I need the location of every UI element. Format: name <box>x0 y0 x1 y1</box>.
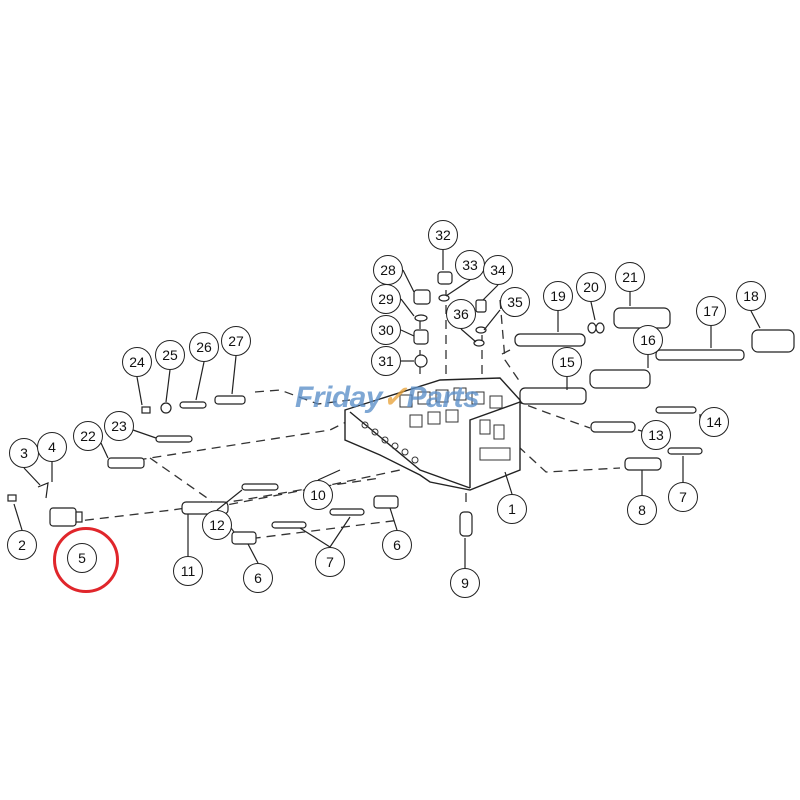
callout-part-36: 36 <box>446 299 476 329</box>
callout-part-20: 20 <box>576 272 606 302</box>
callout-part-10: 10 <box>303 480 333 510</box>
callout-part-24: 24 <box>122 347 152 377</box>
callout-part-31: 31 <box>371 346 401 376</box>
callout-part-12: 12 <box>202 510 232 540</box>
callout-part-16: 16 <box>633 325 663 355</box>
callout-part-30: 30 <box>371 315 401 345</box>
callout-part-34: 34 <box>483 255 513 285</box>
callout-part-6: 6 <box>382 530 412 560</box>
callout-part-15: 15 <box>552 347 582 377</box>
callout-part-33: 33 <box>455 250 485 280</box>
callout-part-1: 1 <box>497 494 527 524</box>
callout-part-32: 32 <box>428 220 458 250</box>
callout-part-7: 7 <box>668 482 698 512</box>
callout-part-28: 28 <box>373 255 403 285</box>
callout-part-7: 7 <box>315 547 345 577</box>
callout-part-25: 25 <box>155 340 185 370</box>
callout-part-6: 6 <box>243 563 273 593</box>
callout-part-18: 18 <box>736 281 766 311</box>
callout-part-14: 14 <box>699 407 729 437</box>
callout-part-21: 21 <box>615 262 645 292</box>
callout-part-26: 26 <box>189 332 219 362</box>
callout-part-19: 19 <box>543 281 573 311</box>
fridayparts-watermark: Friday✓Parts <box>295 381 480 414</box>
callout-part-22: 22 <box>73 421 103 451</box>
callout-part-3: 3 <box>9 438 39 468</box>
callout-part-4: 4 <box>37 432 67 462</box>
callout-part-2: 2 <box>7 530 37 560</box>
callout-part-23: 23 <box>104 411 134 441</box>
callout-part-11: 11 <box>173 556 203 586</box>
callout-part-35: 35 <box>500 287 530 317</box>
highlight-circle-part-5 <box>53 527 119 593</box>
callout-part-13: 13 <box>641 420 671 450</box>
callout-part-8: 8 <box>627 495 657 525</box>
callout-part-27: 27 <box>221 326 251 356</box>
callout-part-29: 29 <box>371 284 401 314</box>
callout-part-9: 9 <box>450 568 480 598</box>
callout-part-17: 17 <box>696 296 726 326</box>
